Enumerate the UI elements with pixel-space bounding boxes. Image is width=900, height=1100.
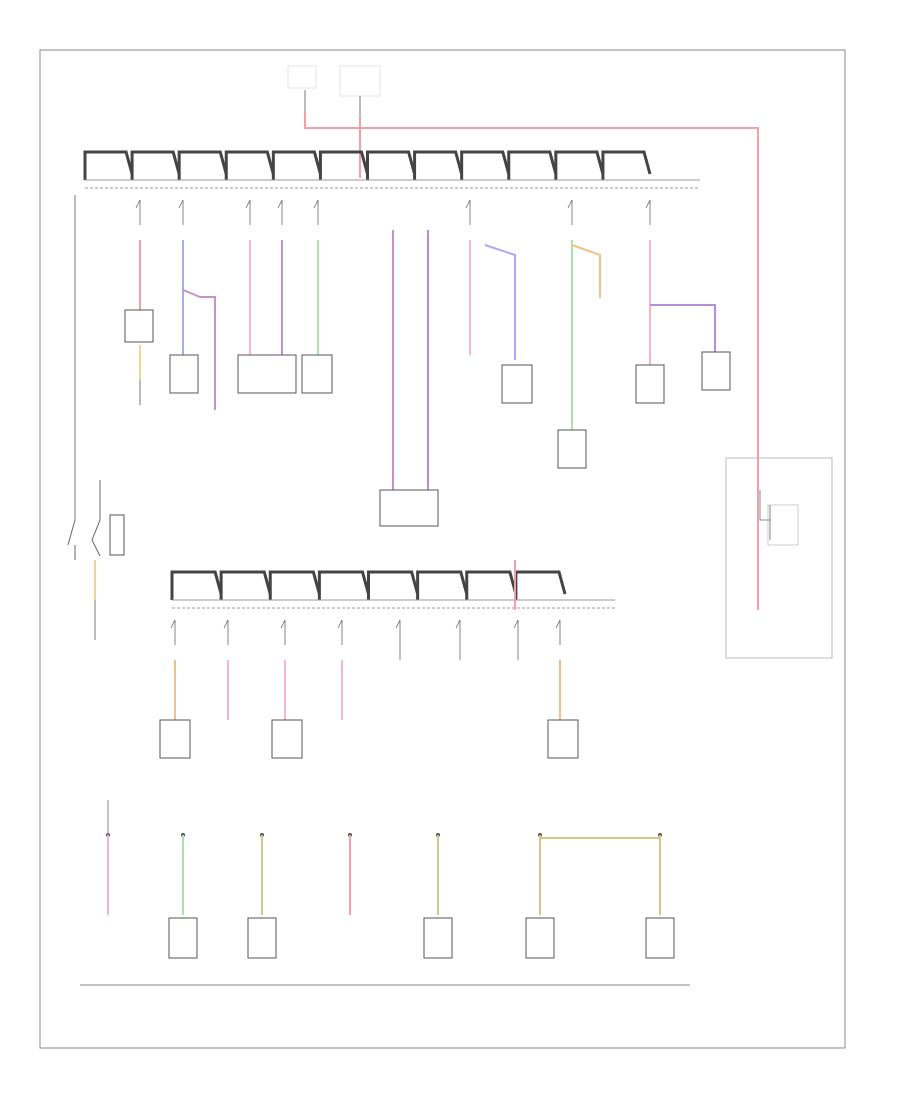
bus-segment xyxy=(130,150,181,180)
upper-left-relay xyxy=(124,240,154,405)
component-box xyxy=(501,364,533,404)
bus-segment xyxy=(219,570,272,600)
bus-segment xyxy=(366,150,417,180)
bottom-connectors xyxy=(106,800,675,959)
fuse-symbol xyxy=(170,619,176,645)
component-box xyxy=(547,719,579,759)
bus-segment xyxy=(416,570,469,600)
power-input-right xyxy=(339,65,381,118)
bus-segment xyxy=(271,150,322,180)
bus-segment xyxy=(514,570,567,600)
component-box xyxy=(557,429,587,469)
bus-segment xyxy=(224,150,275,180)
branch-wire xyxy=(571,244,601,298)
branch-wire xyxy=(182,289,216,410)
bus-segment xyxy=(83,150,134,180)
bridge-wire xyxy=(539,835,661,839)
fuse-symbol xyxy=(178,199,184,225)
ignition-switch xyxy=(67,195,125,640)
diagram-frame xyxy=(39,49,846,1049)
fuse-symbol xyxy=(567,199,573,225)
fuse-symbol xyxy=(280,619,286,645)
fuse-symbol xyxy=(337,619,343,645)
fuse-symbol xyxy=(395,619,401,660)
upper-fuse-wires xyxy=(135,199,716,430)
upper-fuse-bus xyxy=(83,150,700,189)
bus-segment xyxy=(268,570,321,600)
bus-segment xyxy=(170,570,223,600)
fuse-symbol xyxy=(455,619,461,660)
component-box xyxy=(169,354,199,394)
fuse-symbol xyxy=(555,619,561,645)
fuse-symbol xyxy=(465,199,471,225)
fuse-symbol xyxy=(313,199,319,225)
bus-segment xyxy=(507,150,558,180)
bus-segment xyxy=(460,150,511,180)
connector-box xyxy=(423,917,453,959)
fuse-symbol xyxy=(277,199,283,225)
component-box xyxy=(237,354,297,394)
fuse-symbol xyxy=(135,199,141,225)
branch-wire xyxy=(650,304,716,352)
component-box xyxy=(301,354,333,394)
lower-fuse-bus xyxy=(170,570,615,609)
connector-box xyxy=(645,917,675,959)
bus-segment xyxy=(318,150,369,180)
fuse-symbol xyxy=(645,199,651,225)
center-control-module xyxy=(379,230,439,527)
bus-segment xyxy=(465,570,518,600)
component-box xyxy=(271,719,303,759)
power-input-left xyxy=(287,65,317,112)
bus-segment xyxy=(177,150,228,180)
component-box xyxy=(701,351,731,391)
fuse-symbol xyxy=(223,619,229,645)
bus-segment xyxy=(317,570,370,600)
connector-box xyxy=(247,917,277,959)
right-module-box xyxy=(725,457,833,659)
fuse-symbol xyxy=(245,199,251,225)
connector-box xyxy=(525,917,555,959)
component-box xyxy=(159,719,191,759)
connector-box xyxy=(168,917,198,959)
bus-segment xyxy=(367,570,420,600)
bus-segment xyxy=(413,150,464,180)
lower-fuse-wires xyxy=(170,560,561,720)
upper-components xyxy=(169,351,731,469)
bus-segment xyxy=(554,150,605,180)
component-box xyxy=(635,364,665,404)
bus-segment xyxy=(601,150,652,180)
lower-components xyxy=(159,719,579,759)
fuse-symbol xyxy=(513,619,519,660)
branch-wire xyxy=(484,244,516,360)
main-feed-red-wire xyxy=(304,112,759,610)
